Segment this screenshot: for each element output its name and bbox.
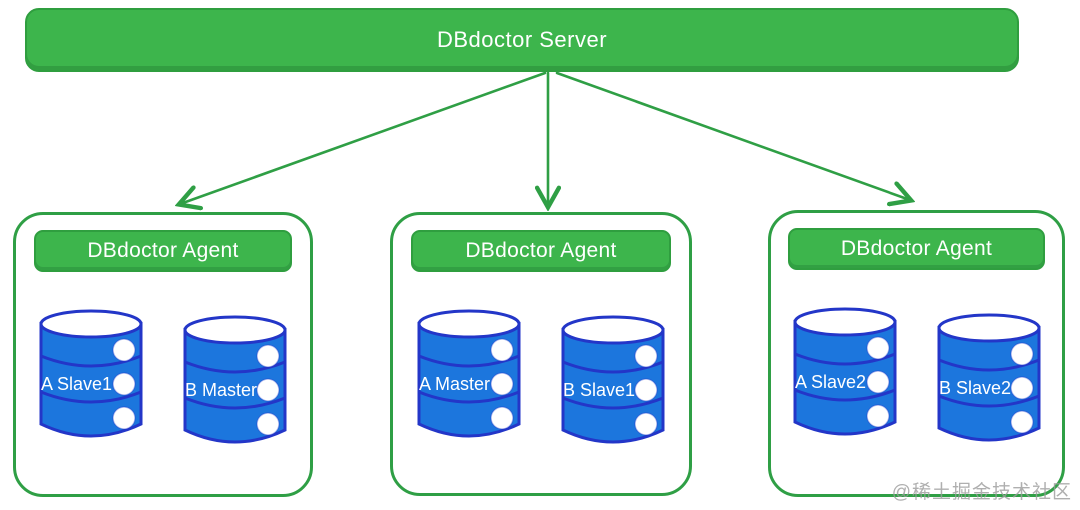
server-node-label: DBdoctor Server xyxy=(436,27,608,52)
database-label: B Slave2 xyxy=(939,378,1011,398)
database-icon-b-slave1: B Slave1 xyxy=(561,315,665,444)
database-icon-b-master: B Master xyxy=(183,315,287,444)
database-icon-a-slave2: A Slave2 xyxy=(793,307,896,436)
agent-1-databases: A Slave1 B Master xyxy=(16,304,310,452)
database-label: B Slave1 xyxy=(563,380,635,400)
arrow-to-agent-3 xyxy=(555,71,910,200)
agent-card-1: DBdoctor Agent A Slave1 B M xyxy=(13,212,313,497)
agent-3-header: DBdoctor Agent xyxy=(788,228,1045,270)
database-label: A Slave2 xyxy=(795,372,866,392)
agent-3-title: DBdoctor Agent xyxy=(840,237,993,260)
agent-3-databases: A Slave2 B Slave2 xyxy=(771,302,1062,450)
arrow-to-agent-1 xyxy=(180,71,547,204)
database-label: B Master xyxy=(185,380,257,400)
database-label: A Slave1 xyxy=(41,374,112,394)
database-icon-b-slave2: B Slave2 xyxy=(937,313,1040,442)
database-icon-a-master: A Master xyxy=(417,309,521,438)
server-node: DBdoctor Server xyxy=(25,8,1019,72)
agent-1-header: DBdoctor Agent xyxy=(33,230,293,272)
agent-card-3: DBdoctor Agent A Slave2 B S xyxy=(768,210,1065,497)
agent-card-2: DBdoctor Agent A Master B S xyxy=(390,212,692,496)
database-icon-a-slave1: A Slave1 xyxy=(39,309,143,438)
agent-2-header: DBdoctor Agent xyxy=(410,230,672,272)
agent-2-title: DBdoctor Agent xyxy=(465,239,617,262)
connector-arrows xyxy=(0,71,1080,215)
database-label: A Master xyxy=(419,374,490,394)
agent-1-title: DBdoctor Agent xyxy=(87,239,239,262)
agent-2-databases: A Master B Slave1 xyxy=(393,304,689,452)
